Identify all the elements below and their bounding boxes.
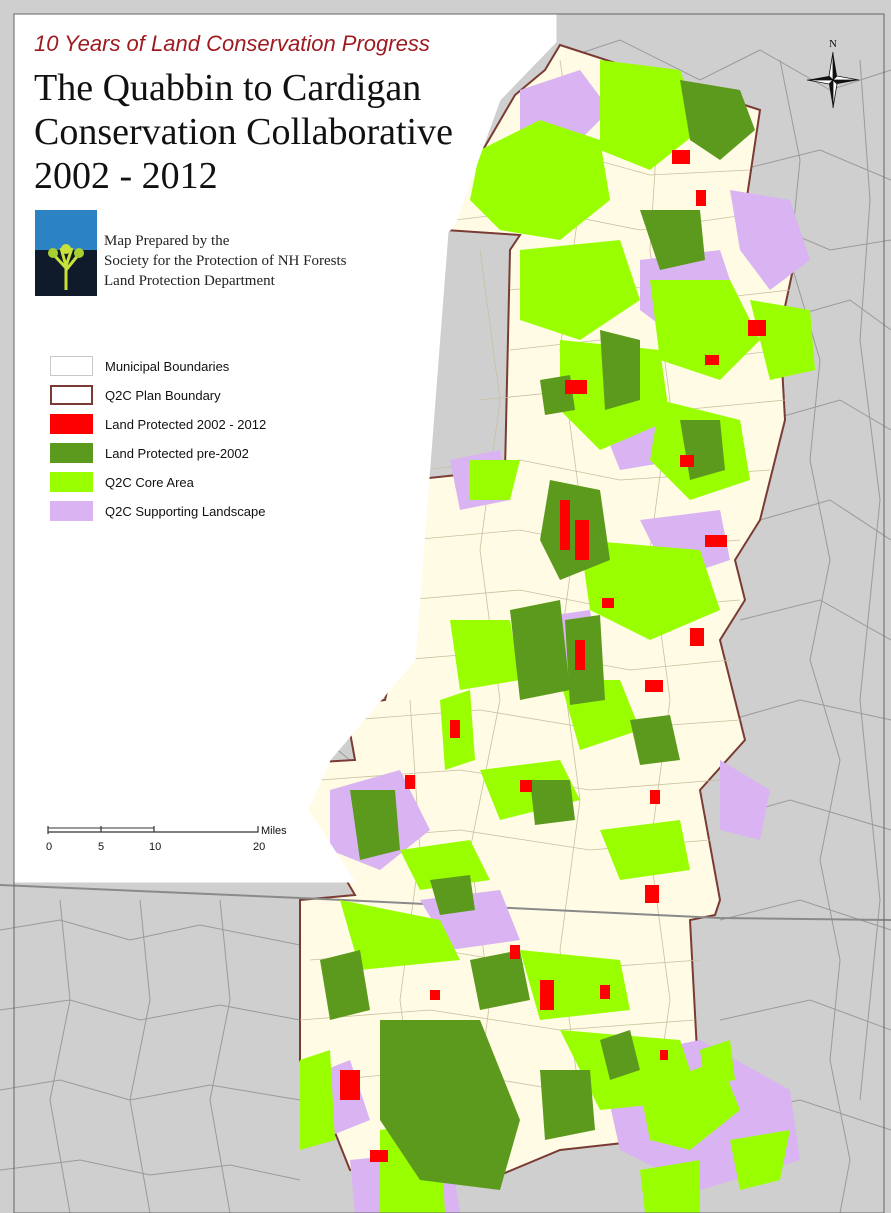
scale-tick-10: 10 (149, 841, 162, 853)
scale-units: Miles (261, 825, 287, 837)
legend-item: Land Protected pre-2002 (50, 441, 266, 465)
credit-block: Map Prepared by the Society for the Prot… (104, 231, 346, 291)
legend-label: Q2C Supporting Landscape (105, 503, 266, 519)
legend-item: Municipal Boundaries (50, 354, 266, 378)
legend-swatch-municipal (50, 356, 93, 376)
legend-item: Q2C Plan Boundary (50, 383, 266, 407)
protected-2002-2012 (340, 150, 766, 1162)
compass-icon (806, 51, 860, 109)
scale-tick-0: 0 (46, 841, 53, 853)
logo-sky (35, 210, 97, 250)
legend-label: Land Protected pre-2002 (105, 445, 249, 461)
north-label: N (829, 38, 837, 50)
title-line-3: 2002 - 2012 (34, 155, 218, 197)
legend-swatch-protected-recent (50, 414, 93, 434)
state-line (0, 884, 891, 921)
scale-bar-graphic (47, 826, 259, 834)
tree-icon (48, 244, 84, 290)
legend-item: Land Protected 2002 - 2012 (50, 412, 266, 436)
legend-label: Q2C Core Area (105, 474, 194, 490)
legend-swatch-core-area (50, 472, 93, 492)
credit-line-1: Map Prepared by the (104, 233, 230, 249)
map-border (13, 13, 885, 1213)
title-line-1: The Quabbin to Cardigan (34, 67, 422, 109)
legend-label: Municipal Boundaries (105, 358, 230, 374)
map-subtitle: 10 Years of Land Conservation Progress (34, 31, 430, 56)
legend-swatch-protected-pre2002 (50, 443, 93, 463)
legend-swatch-plan-boundary (50, 385, 93, 405)
scale-tick-5: 5 (98, 841, 105, 853)
credit-line-2: Society for the Protection of NH Forests (104, 253, 347, 269)
map-legend: Municipal Boundaries Q2C Plan Boundary L… (50, 354, 266, 528)
protected-pre2002 (320, 80, 755, 1190)
map-title: The Quabbin to Cardigan Conservation Col… (34, 66, 453, 198)
title-line-2: Conservation Collaborative (34, 111, 453, 153)
legend-label: Land Protected 2002 - 2012 (105, 416, 267, 432)
credit-line-3: Land Protection Department (104, 273, 275, 289)
scale-bar: 0 5 10 20 Miles (46, 822, 326, 862)
legend-item: Q2C Core Area (50, 470, 266, 494)
legend-swatch-supporting (50, 501, 93, 521)
legend-item: Q2C Supporting Landscape (50, 499, 266, 523)
title-panel (13, 13, 557, 883)
legend-label: Q2C Plan Boundary (105, 387, 221, 403)
north-arrow: N (804, 38, 862, 112)
spnhf-logo (35, 210, 97, 296)
scale-tick-20: 20 (253, 841, 266, 853)
